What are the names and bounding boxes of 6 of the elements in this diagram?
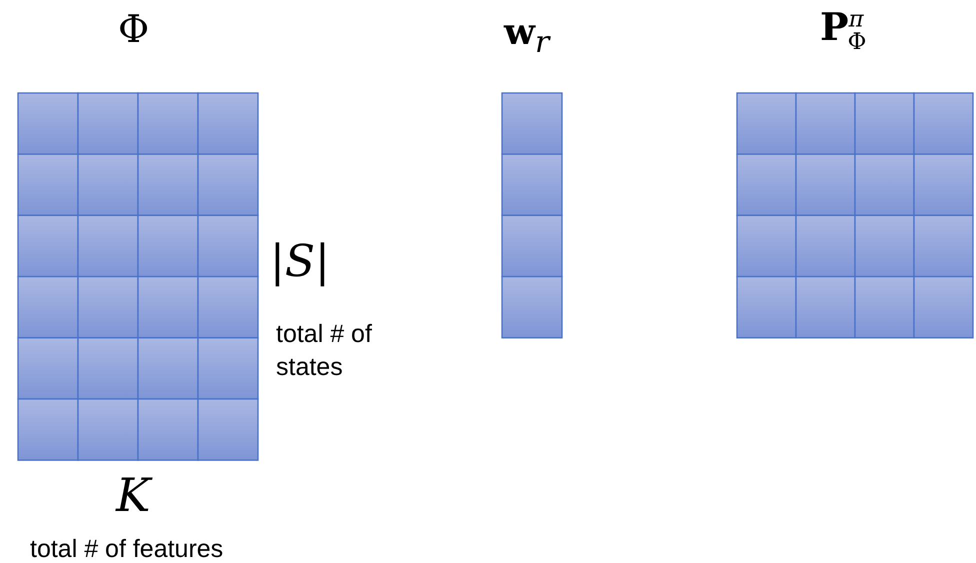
matrix-symbol: Φ [118, 10, 150, 48]
dimension-symbol: K [116, 472, 150, 518]
dimension-note: total # of features [30, 534, 224, 563]
vector-symbol: w$_{r}$ [504, 14, 550, 58]
dimension-note: total # of states [276, 319, 373, 382]
dimension-symbol: |S| [270, 240, 330, 284]
